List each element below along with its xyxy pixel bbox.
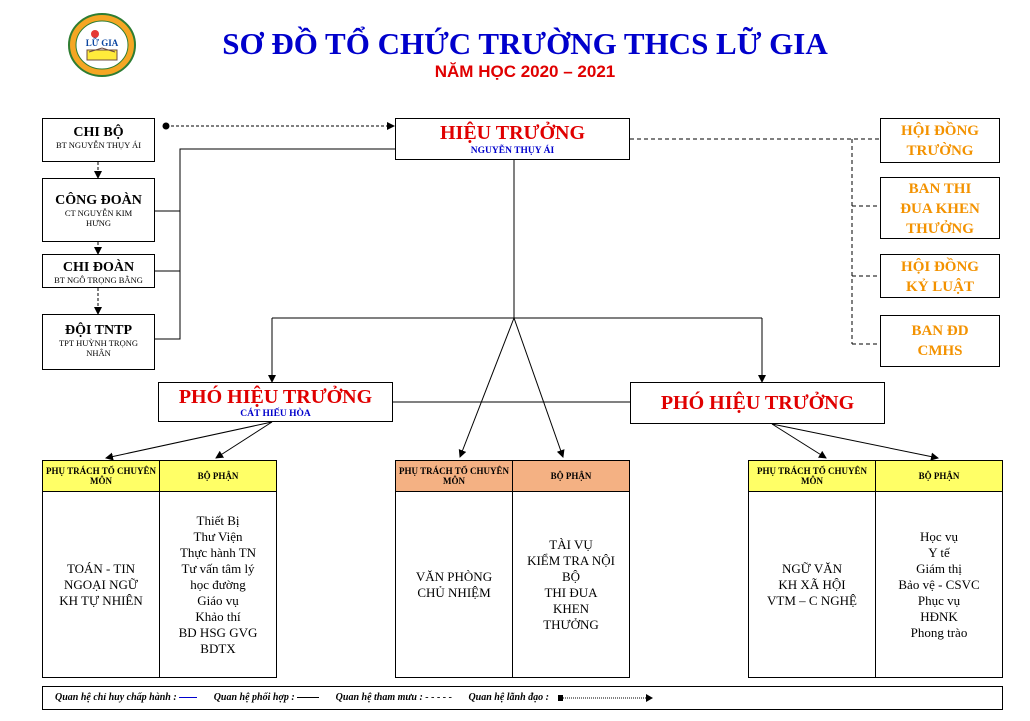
left-unit-chi-doan[interactable]: CHI ĐOÀN BT NGÔ TRỌNG BẰNG [42,254,155,288]
logo-text: LỮ GIA [85,38,119,48]
council-ban-thi-dua[interactable]: BAN THI ĐUA KHEN THƯỞNG [880,177,1000,239]
list-item: BD HSG GVG [178,624,258,640]
dept-col2-body: Học vụ Y tế Giám thị Bảo vệ - CSVC Phục … [875,491,1003,678]
legend-command-line-icon [179,697,198,699]
council-line: HỘI ĐỒNG [901,259,979,275]
council-hoi-dong-ky-luat[interactable]: HỘI ĐỒNG KỶ LUẬT [880,254,1000,298]
dept-col2-body: Thiết Bị Thư Viện Thực hành TN Tư vấn tâ… [159,491,277,678]
list-item: KH TỰ NHIÊN [59,592,143,608]
council-hoi-dong-truong[interactable]: HỘI ĐỒNG TRƯỜNG [880,118,1000,163]
vice-principal-title: PHÓ HIỆU TRƯỞNG [660,392,855,414]
dept-col2-header: BỘ PHẬN [875,460,1003,492]
council-line: KỶ LUẬT [906,279,974,295]
list-item: Giám thị [916,560,962,576]
list-item: Giáo vụ [197,592,239,608]
legend-command: Quan hệ chỉ huy chấp hành : [55,692,177,703]
department-table-right: PHỤ TRÁCH TỔ CHUYÊN MÔN BỘ PHẬN NGỮ VĂN … [748,460,1003,678]
department-table-left: PHỤ TRÁCH TỔ CHUYÊN MÔN BỘ PHẬN TOÁN - T… [42,460,277,678]
list-item: TÀI VỤ [549,536,593,552]
list-item: Bảo vệ - CSVC [898,576,980,592]
vice-principal-name: CÁT HIẾU HÒA [240,409,311,419]
dept-col1-body: VĂN PHÒNG CHỦ NHIỆM [395,491,513,678]
list-item: Thực hành TN [179,544,257,560]
list-item: Phong trào [910,624,968,640]
council-line: TRƯỜNG [906,143,974,159]
left-unit-leader: TPT HUỲNH TRỌNG NHÂN [58,338,139,358]
dept-col2-header: BỘ PHẬN [159,460,277,492]
legend-coordinate-line-icon [297,697,320,699]
legend-bar: Quan hệ chỉ huy chấp hành : Quan hệ phối… [42,686,1003,710]
list-item: CHỦ NHIỆM [417,584,491,600]
list-item: HĐNK [920,608,958,624]
council-line: ĐUA KHEN [900,201,980,217]
list-item: TOÁN - TIN [66,560,136,576]
principal-box[interactable]: HIỆU TRƯỞNG NGUYỄN THỤY ÁI [395,118,630,160]
list-item: NGỮ VĂN [781,560,843,576]
logo-emblem-icon [68,13,136,77]
page-title: SƠ ĐỒ TỔ CHỨC TRƯỜNG THCS LỮ GIA [222,26,828,61]
left-unit-leader: BT NGUYỄN THỤY ÁI [55,140,142,150]
dept-col2-body: TÀI VỤ KIỂM TRA NỘI BỘ THI ĐUA KHEN THƯỞ… [512,491,630,678]
left-unit-title: ĐỘI TNTP [64,323,133,338]
list-item: VTM – C NGHỆ [767,592,857,608]
left-unit-doi-tntp[interactable]: ĐỘI TNTP TPT HUỲNH TRỌNG NHÂN [42,314,155,370]
page-subtitle: NĂM HỌC 2020 – 2021 [434,62,616,81]
list-item: Y tế [928,544,950,560]
list-item: KHEN [552,600,590,616]
list-item: Thư Viện [193,528,243,544]
list-item: KIỂM TRA NỘI [527,552,615,568]
council-line: HỘI ĐỒNG [901,123,979,139]
left-unit-leader: BT NGÔ TRỌNG BẰNG [54,275,143,285]
dept-col1-body: NGỮ VĂN KH XÃ HỘI VTM – C NGHỆ [748,491,876,678]
vice-principal-title: PHÓ HIỆU TRƯỞNG [178,386,373,408]
left-unit-leader: CT NGUYỄN KIM HƯNG [64,208,133,228]
dept-col1-header: PHỤ TRÁCH TỔ CHUYÊN MÔN [42,460,160,492]
left-unit-title: CHI BỘ [73,125,124,140]
list-item: BỘ [561,568,581,584]
list-item: THI ĐUA [544,584,598,600]
left-unit-chi-bo[interactable]: CHI BỘ BT NGUYỄN THỤY ÁI [42,118,155,162]
school-logo: LỮ GIA [67,12,137,78]
legend-advisory: Quan hệ tham mưu : - - - - - [335,692,452,703]
legend-leadership: Quan hệ lãnh đạo : [468,692,550,703]
council-ban-dd-cmhs[interactable]: BAN ĐD CMHS [880,315,1000,367]
list-item: NGOẠI NGỮ [64,576,138,592]
council-line: BAN ĐD [911,323,969,339]
list-item: KH XÃ HỘI [778,576,846,592]
list-item: Học vụ [920,528,958,544]
legend-leadership-arrow-icon [557,693,653,702]
left-unit-title: CHI ĐOÀN [62,260,135,275]
council-line: THƯỞNG [906,221,974,237]
list-item: VĂN PHÒNG [415,568,493,584]
dept-col1-body: TOÁN - TIN NGOẠI NGỮ KH TỰ NHIÊN [42,491,160,678]
legend-coordinate: Quan hệ phối hợp : [213,692,295,703]
principal-name: NGUYỄN THỤY ÁI [470,146,555,156]
list-item: BDTX [200,640,236,656]
dept-col1-header: PHỤ TRÁCH TỔ CHUYÊN MÔN [395,460,513,492]
principal-title: HIỆU TRƯỞNG [439,122,586,144]
list-item: Tư vấn tâm lý [181,560,255,576]
vice-principal-right[interactable]: PHÓ HIỆU TRƯỞNG [630,382,885,424]
department-table-middle: PHỤ TRÁCH TỔ CHUYÊN MÔN BỘ PHẬN VĂN PHÒN… [395,460,630,678]
list-item: Phục vụ [917,592,961,608]
left-unit-title: CÔNG ĐOÀN [55,193,142,208]
council-line: CMHS [917,343,963,359]
list-item: THƯỞNG [543,616,599,632]
list-item: Khảo thí [195,608,241,624]
list-item: học đường [190,576,246,592]
council-line: BAN THI [908,181,972,197]
left-unit-cong-doan[interactable]: CÔNG ĐOÀN CT NGUYỄN KIM HƯNG [42,178,155,242]
dept-col1-header: PHỤ TRÁCH TỔ CHUYÊN MÔN [748,460,876,492]
list-item: Thiết Bị [196,512,240,528]
dept-col2-header: BỘ PHẬN [512,460,630,492]
vice-principal-left[interactable]: PHÓ HIỆU TRƯỞNG CÁT HIẾU HÒA [158,382,393,422]
